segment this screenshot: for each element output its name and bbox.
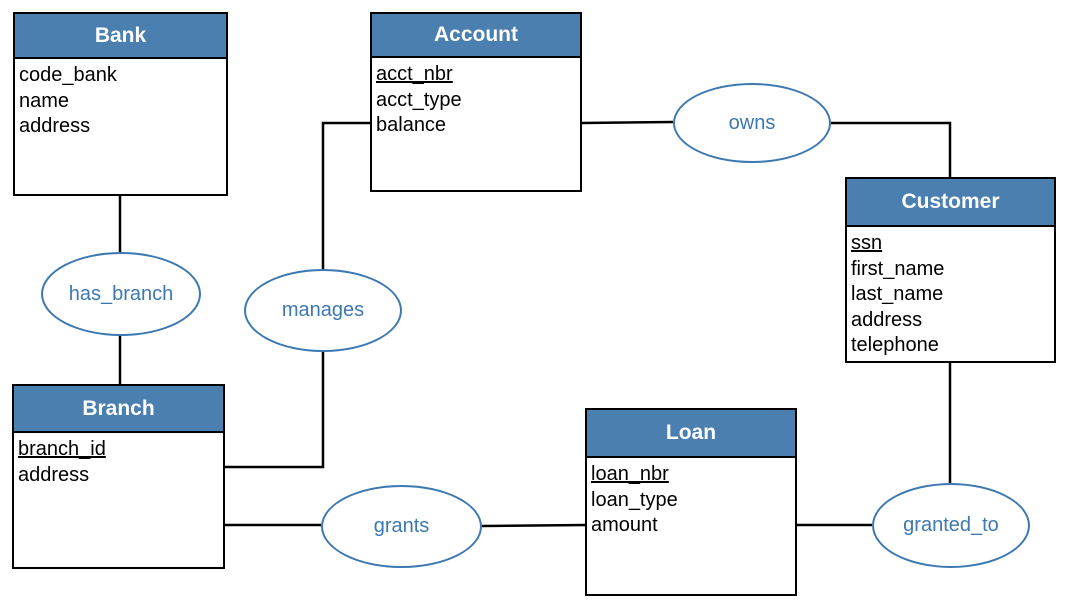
attribute: amount: [591, 514, 658, 536]
grants-relationship: grants: [321, 485, 482, 568]
has-branch-relationship: has_branch: [41, 252, 201, 336]
line-owns-customer: [831, 121, 952, 178]
granted-to-relationship: granted_to: [872, 483, 1030, 568]
line-grants-loan: [481, 523, 587, 528]
attribute: address: [851, 308, 923, 331]
customer-entity-title: Customer: [847, 179, 1054, 227]
attribute: first_name: [851, 257, 945, 280]
account-entity-title: Account: [372, 14, 580, 58]
attribute: address: [18, 463, 90, 486]
primary-key-attribute: loan_nbr: [591, 463, 669, 485]
manages-relationship: manages: [244, 269, 402, 352]
attribute: last_name: [851, 283, 944, 305]
owns-relationship: owns: [673, 83, 831, 163]
attribute: loan_type: [591, 488, 678, 511]
attribute: balance: [376, 114, 447, 136]
attribute: code_bank: [19, 64, 117, 86]
loan-entity-title: Loan: [587, 410, 795, 458]
line-account-owns: [581, 120, 674, 125]
primary-key-attribute: acct_nbr: [376, 63, 453, 85]
bank-entity-title: Bank: [15, 14, 226, 59]
attribute: telephone: [851, 334, 939, 356]
attribute: name: [19, 89, 70, 112]
primary-key-attribute: branch_id: [18, 438, 106, 460]
line-account-manages: [321, 121, 371, 269]
branch-entity-title: Branch: [14, 386, 223, 433]
line-manages-branch: [225, 352, 325, 469]
attribute: address: [19, 115, 91, 137]
attribute: acct_type: [376, 88, 462, 111]
primary-key-attribute: ssn: [851, 232, 883, 254]
